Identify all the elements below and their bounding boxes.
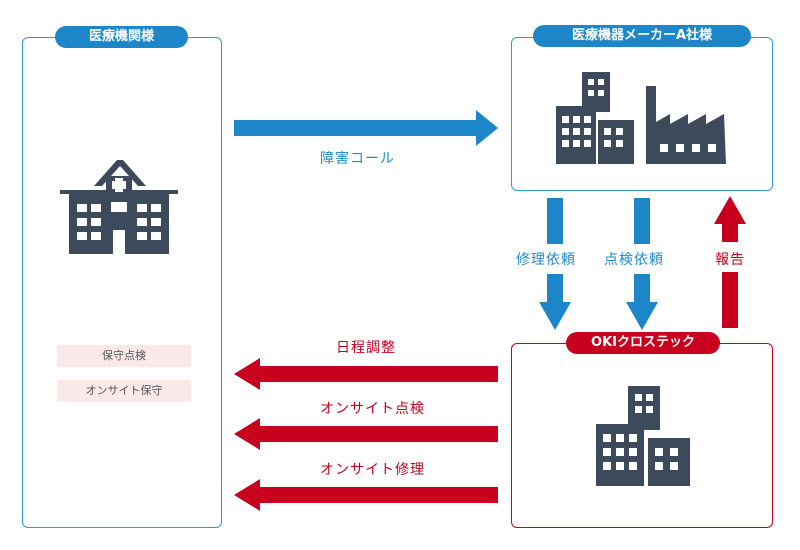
failure-call-label: 障害コール: [320, 151, 395, 167]
inspection-request-arrow: [626, 198, 658, 330]
repair-request-arrow: [539, 198, 571, 330]
maker-title: 医療機器メーカーA社様: [533, 25, 751, 47]
inspection-request-label: 点検依頼: [604, 252, 664, 268]
office-building-icon: [556, 72, 634, 164]
service-tag-onsite-maintenance: オンサイト保守: [57, 380, 191, 402]
factory-icon: [646, 86, 726, 164]
schedule-arrow: [234, 358, 498, 390]
hospital-icon: [60, 160, 178, 254]
onsite-repair-label: オンサイト修理: [320, 462, 425, 478]
oki-title: OKIクロステック: [566, 332, 720, 354]
schedule-label: 日程調整: [336, 340, 396, 356]
onsite-repair-arrow: [234, 479, 498, 511]
report-label: 報告: [715, 252, 745, 268]
report-arrow: [714, 196, 746, 328]
onsite-inspection-arrow: [234, 418, 498, 450]
hospital-panel: [22, 37, 222, 528]
office-building-icon: [596, 386, 690, 486]
failure-call-arrow: [234, 110, 498, 146]
service-tag-inspection: 保守点検: [57, 345, 191, 367]
repair-request-label: 修理依頼: [516, 252, 576, 268]
onsite-inspection-label: オンサイト点検: [320, 401, 425, 417]
maker-panel: [511, 37, 773, 191]
hospital-title: 医療機関様: [55, 26, 188, 48]
